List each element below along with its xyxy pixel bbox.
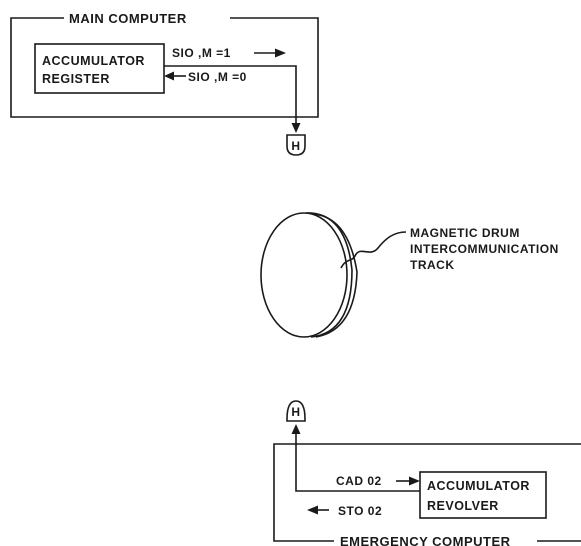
connector-h-top-label: H (291, 139, 300, 153)
accumulator-register-label-line1: ACCUMULATOR (42, 54, 145, 68)
accumulator-revolver-label-line1: ACCUMULATOR (427, 479, 530, 493)
signal-sto02-label: STO 02 (338, 504, 382, 518)
signal-sio-m0-label: SIO ,M =0 (188, 70, 247, 84)
drum-label-line3: TRACK (410, 258, 455, 272)
connector-h-bottom-label: H (291, 405, 300, 419)
magnetic-drum-icon (261, 213, 357, 337)
signal-sto02-arrowhead (307, 506, 318, 515)
drum-label-line2: INTERCOMMUNICATION (410, 242, 559, 256)
emergency-computer-title: EMERGENCY COMPUTER (340, 534, 511, 546)
main-computer-title: MAIN COMPUTER (69, 11, 187, 26)
signal-sio-m1-label: SIO ,M =1 (172, 46, 231, 60)
accumulator-revolver-label-line2: REVOLVER (427, 499, 499, 513)
main-connection-arrowhead (292, 123, 301, 133)
signal-sio-m0-arrowhead (164, 72, 174, 81)
signal-sio-m1-arrowhead (275, 49, 286, 58)
accumulator-register-label-line2: REGISTER (42, 72, 110, 86)
drum-label-line1: MAGNETIC DRUM (410, 226, 520, 240)
signal-cad02-label: CAD 02 (336, 474, 382, 488)
signal-cad02-arrowhead (409, 477, 420, 486)
